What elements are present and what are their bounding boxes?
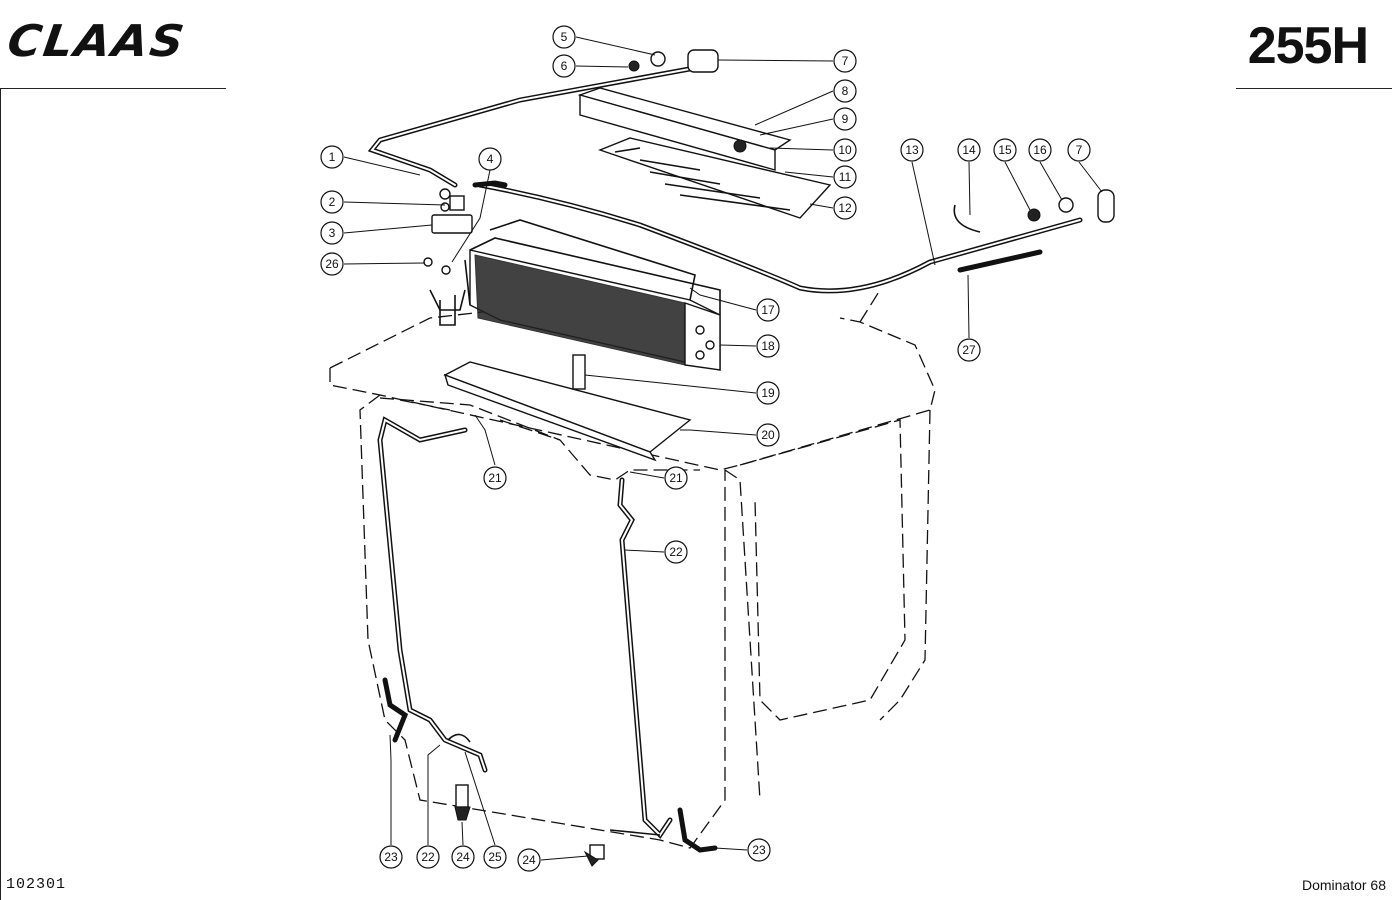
expansion-valve-group xyxy=(423,180,508,326)
callout-24-right: 24 xyxy=(517,848,541,872)
callout-1: 1 xyxy=(320,145,344,169)
svg-text:15: 15 xyxy=(998,143,1012,157)
model-name: Dominator 68 xyxy=(1301,877,1386,893)
callout-13: 13 xyxy=(900,138,924,162)
svg-text:11: 11 xyxy=(839,170,852,184)
svg-text:19: 19 xyxy=(761,386,775,400)
air-filter-housing xyxy=(577,87,832,219)
callout-21-left: 21 xyxy=(483,466,507,490)
svg-text:16: 16 xyxy=(1033,143,1047,157)
callout-4: 4 xyxy=(478,147,502,171)
callout-16: 16 xyxy=(1028,138,1052,162)
svg-text:14: 14 xyxy=(962,143,976,157)
svg-text:21: 21 xyxy=(669,471,683,485)
svg-text:23: 23 xyxy=(752,843,766,857)
callout-7-top: 7 xyxy=(833,49,857,73)
callout-23-right: 23 xyxy=(747,838,771,862)
svg-text:22: 22 xyxy=(669,545,683,559)
callout-11: 11 xyxy=(833,165,857,189)
callout-22-right: 22 xyxy=(664,540,688,564)
condensate-tray xyxy=(443,354,692,462)
callout-9: 9 xyxy=(833,107,857,131)
svg-text:27: 27 xyxy=(962,343,976,357)
svg-text:7: 7 xyxy=(842,54,849,68)
callout-5: 5 xyxy=(552,25,576,49)
svg-text:24: 24 xyxy=(456,850,470,864)
callout-8: 8 xyxy=(833,79,857,103)
callout-21-right: 21 xyxy=(664,466,688,490)
evaporator-core xyxy=(464,219,721,371)
cab-outline xyxy=(329,289,936,849)
svg-text:7: 7 xyxy=(1076,143,1083,157)
svg-text:6: 6 xyxy=(561,59,568,73)
drain-hoses xyxy=(377,416,718,853)
svg-text:2: 2 xyxy=(329,195,336,209)
callout-10: 10 xyxy=(833,138,857,162)
callout-27: 27 xyxy=(957,338,981,362)
hose-clamp-group xyxy=(953,189,1115,273)
fasteners-top xyxy=(628,49,719,73)
callout-7-right: 7 xyxy=(1067,138,1091,162)
refrigerant-hose xyxy=(477,182,1083,294)
hose-line-1 xyxy=(367,65,698,188)
leader-lines xyxy=(343,36,1103,861)
svg-text:22: 22 xyxy=(421,850,435,864)
callout-6: 6 xyxy=(552,54,576,78)
svg-text:17: 17 xyxy=(761,303,775,317)
svg-text:20: 20 xyxy=(761,428,775,442)
svg-text:12: 12 xyxy=(838,201,852,215)
svg-text:18: 18 xyxy=(761,339,775,353)
svg-text:8: 8 xyxy=(842,84,849,98)
callout-24-left: 24 xyxy=(451,845,475,869)
callout-15: 15 xyxy=(993,138,1017,162)
page-code: 255H xyxy=(1247,17,1369,75)
svg-text:26: 26 xyxy=(325,257,339,271)
svg-text:5: 5 xyxy=(561,30,568,44)
callout-12: 12 xyxy=(833,196,857,220)
svg-text:23: 23 xyxy=(384,850,398,864)
callout-20: 20 xyxy=(756,423,780,447)
callout-23-left: 23 xyxy=(379,845,403,869)
svg-text:21: 21 xyxy=(488,471,502,485)
callout-22-left: 22 xyxy=(416,845,440,869)
callout-3: 3 xyxy=(320,221,344,245)
svg-text:3: 3 xyxy=(329,226,336,240)
svg-text:24: 24 xyxy=(522,853,536,867)
callout-2: 2 xyxy=(320,190,344,214)
callout-26: 26 xyxy=(320,252,344,276)
callout-19: 19 xyxy=(756,381,780,405)
svg-text:25: 25 xyxy=(488,850,502,864)
drain-valves xyxy=(447,733,605,867)
header-rule-right xyxy=(1236,88,1392,89)
svg-text:13: 13 xyxy=(905,143,919,157)
callout-18: 18 xyxy=(756,334,780,358)
svg-text:10: 10 xyxy=(838,143,852,157)
page-border-left xyxy=(0,88,1,900)
callout-17: 17 xyxy=(756,298,780,322)
callout-14: 14 xyxy=(957,138,981,162)
svg-text:4: 4 xyxy=(487,152,494,166)
header-rule-left xyxy=(0,88,226,89)
drawing-number: 102301 xyxy=(6,876,67,893)
svg-text:1: 1 xyxy=(329,150,336,164)
svg-text:9: 9 xyxy=(842,112,849,126)
callout-25: 25 xyxy=(483,845,507,869)
